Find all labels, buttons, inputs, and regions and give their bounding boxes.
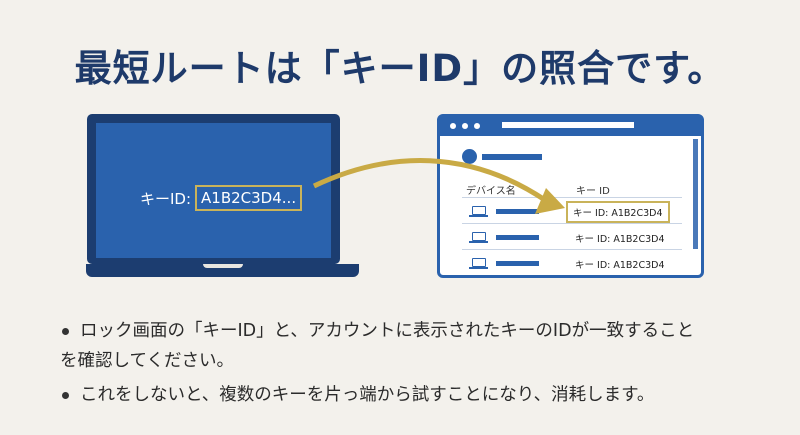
laptop-base bbox=[86, 264, 359, 277]
bullet-text: ロック画面の「キーID」と、アカウントに表示されたキーのIDが一致すること bbox=[80, 321, 695, 341]
bullet-list: ロック画面の「キーID」と、アカウントに表示されたキーのIDが一致すること を確… bbox=[60, 316, 694, 410]
arrow-head-icon bbox=[535, 188, 565, 214]
device-name-placeholder bbox=[496, 261, 539, 266]
address-bar bbox=[502, 122, 634, 128]
laptop-icon bbox=[469, 206, 488, 217]
bullet-continuation: を確認してください。 bbox=[60, 351, 234, 371]
window-dot-icon bbox=[462, 123, 468, 129]
arrow-path bbox=[312, 158, 547, 203]
device-name-placeholder bbox=[496, 235, 539, 240]
lock-screen-key-id: キーID: A1B2C3D4... bbox=[140, 185, 303, 211]
key-id-cell: キー ID: A1B2C3D4 bbox=[575, 260, 665, 271]
browser-titlebar bbox=[440, 117, 701, 136]
page-title: 最短ルートは「キーID」の照合です。 bbox=[74, 47, 726, 90]
header-device-name: デバイス名 bbox=[466, 186, 516, 197]
key-id-value-highlight: A1B2C3D4... bbox=[195, 185, 303, 211]
key-id-cell-highlighted: キー ID: A1B2C3D4 bbox=[566, 201, 670, 223]
device-name-placeholder bbox=[496, 209, 539, 214]
laptop-icon bbox=[469, 232, 488, 243]
key-id-cell: キー ID: A1B2C3D4 bbox=[575, 234, 665, 245]
laptop-icon bbox=[469, 258, 488, 269]
window-dot-icon bbox=[474, 123, 480, 129]
laptop-display: キーID: A1B2C3D4... bbox=[96, 123, 331, 258]
scrollbar bbox=[693, 139, 698, 249]
account-name-placeholder bbox=[482, 154, 542, 160]
key-id-label: キーID: bbox=[140, 189, 192, 208]
bullet-item: ロック画面の「キーID」と、アカウントに表示されたキーのIDが一致すること bbox=[62, 316, 694, 346]
window-dot-icon bbox=[450, 123, 456, 129]
laptop-screen: キーID: A1B2C3D4... bbox=[87, 114, 340, 264]
account-browser-window: デバイス名 キー ID キー ID: A1B2C3D4 キー ID: A1B2C… bbox=[437, 114, 704, 278]
laptop-notch bbox=[203, 264, 243, 268]
bullet-text: これをしないと、複数のキーを片っ端から試すことになり、消耗します。 bbox=[80, 385, 655, 405]
avatar bbox=[462, 149, 477, 164]
table-row: キー ID: A1B2C3D4 bbox=[462, 223, 682, 249]
table-row: キー ID: A1B2C3D4 bbox=[462, 249, 682, 275]
bullet-item: これをしないと、複数のキーを片っ端から試すことになり、消耗します。 bbox=[62, 380, 694, 410]
table-row: キー ID: A1B2C3D4 bbox=[462, 197, 682, 223]
header-key-id: キー ID bbox=[576, 186, 610, 197]
